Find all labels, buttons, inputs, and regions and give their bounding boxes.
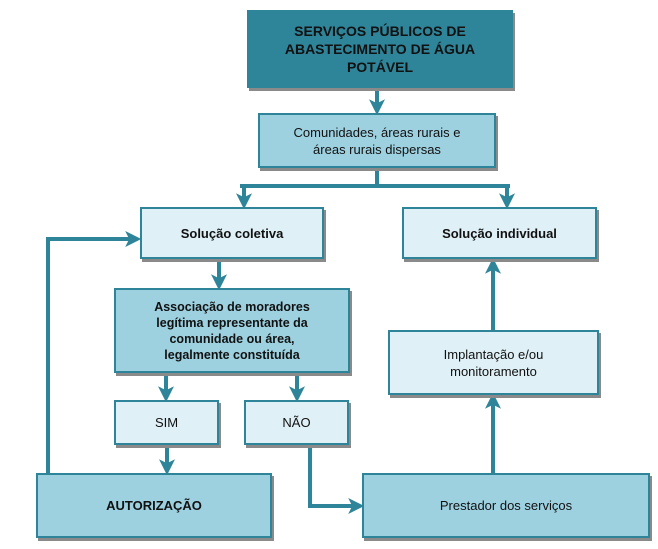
node-associacao-line-1: Associação de moradores <box>154 299 310 314</box>
node-sim: SIM <box>114 400 219 445</box>
node-solucao-coletiva: Solução coletiva <box>140 207 324 259</box>
node-associacao-line-3: comunidade ou área, <box>169 331 295 346</box>
edge-nao-prestador <box>308 445 365 514</box>
node-prestador: Prestador dos serviços <box>362 473 650 538</box>
node-servicos-line-2: ABASTECIMENTO DE ÁGUA <box>284 41 476 57</box>
node-comunidades-line-2: áreas rurais dispersas <box>313 141 441 157</box>
node-solucao-individual: Solução individual <box>402 207 597 259</box>
node-implantacao-line-2: monitoramento <box>450 363 537 379</box>
node-servicos-line-3: POTÁVEL <box>346 59 414 75</box>
node-solucao-individual-label: Solução individual <box>442 225 557 241</box>
node-servicos-publicos: SERVIÇOS PÚBLICOS DE ABASTECIMENTO DE ÁG… <box>247 10 513 88</box>
node-comunidades-line-1: Comunidades, áreas rurais e <box>293 124 461 140</box>
node-comunidades: Comunidades, áreas rurais e áreas rurais… <box>258 113 496 168</box>
node-autorizacao-label: AUTORIZAÇÃO <box>106 498 202 513</box>
node-nao: NÃO <box>244 400 349 445</box>
node-associacao-line-2: legítima representante da <box>156 315 308 330</box>
node-prestador-label: Prestador dos serviços <box>439 498 573 513</box>
node-autorizacao: AUTORIZAÇÃO <box>36 473 272 538</box>
node-solucao-coletiva-label: Solução coletiva <box>180 225 284 241</box>
node-implantacao: Implantação e/ou monitoramento <box>388 330 599 395</box>
node-nao-label: NÃO <box>282 415 311 430</box>
node-associacao: Associação de moradores legítima represe… <box>114 288 350 373</box>
node-implantacao-line-1: Implantação e/ou <box>443 346 544 362</box>
node-sim-label: SIM <box>154 415 179 430</box>
node-servicos-line-1: SERVIÇOS PÚBLICOS DE <box>294 23 466 39</box>
node-associacao-line-4: legalmente constituída <box>164 347 300 362</box>
edge-autorizacao-coletiva <box>46 231 142 475</box>
